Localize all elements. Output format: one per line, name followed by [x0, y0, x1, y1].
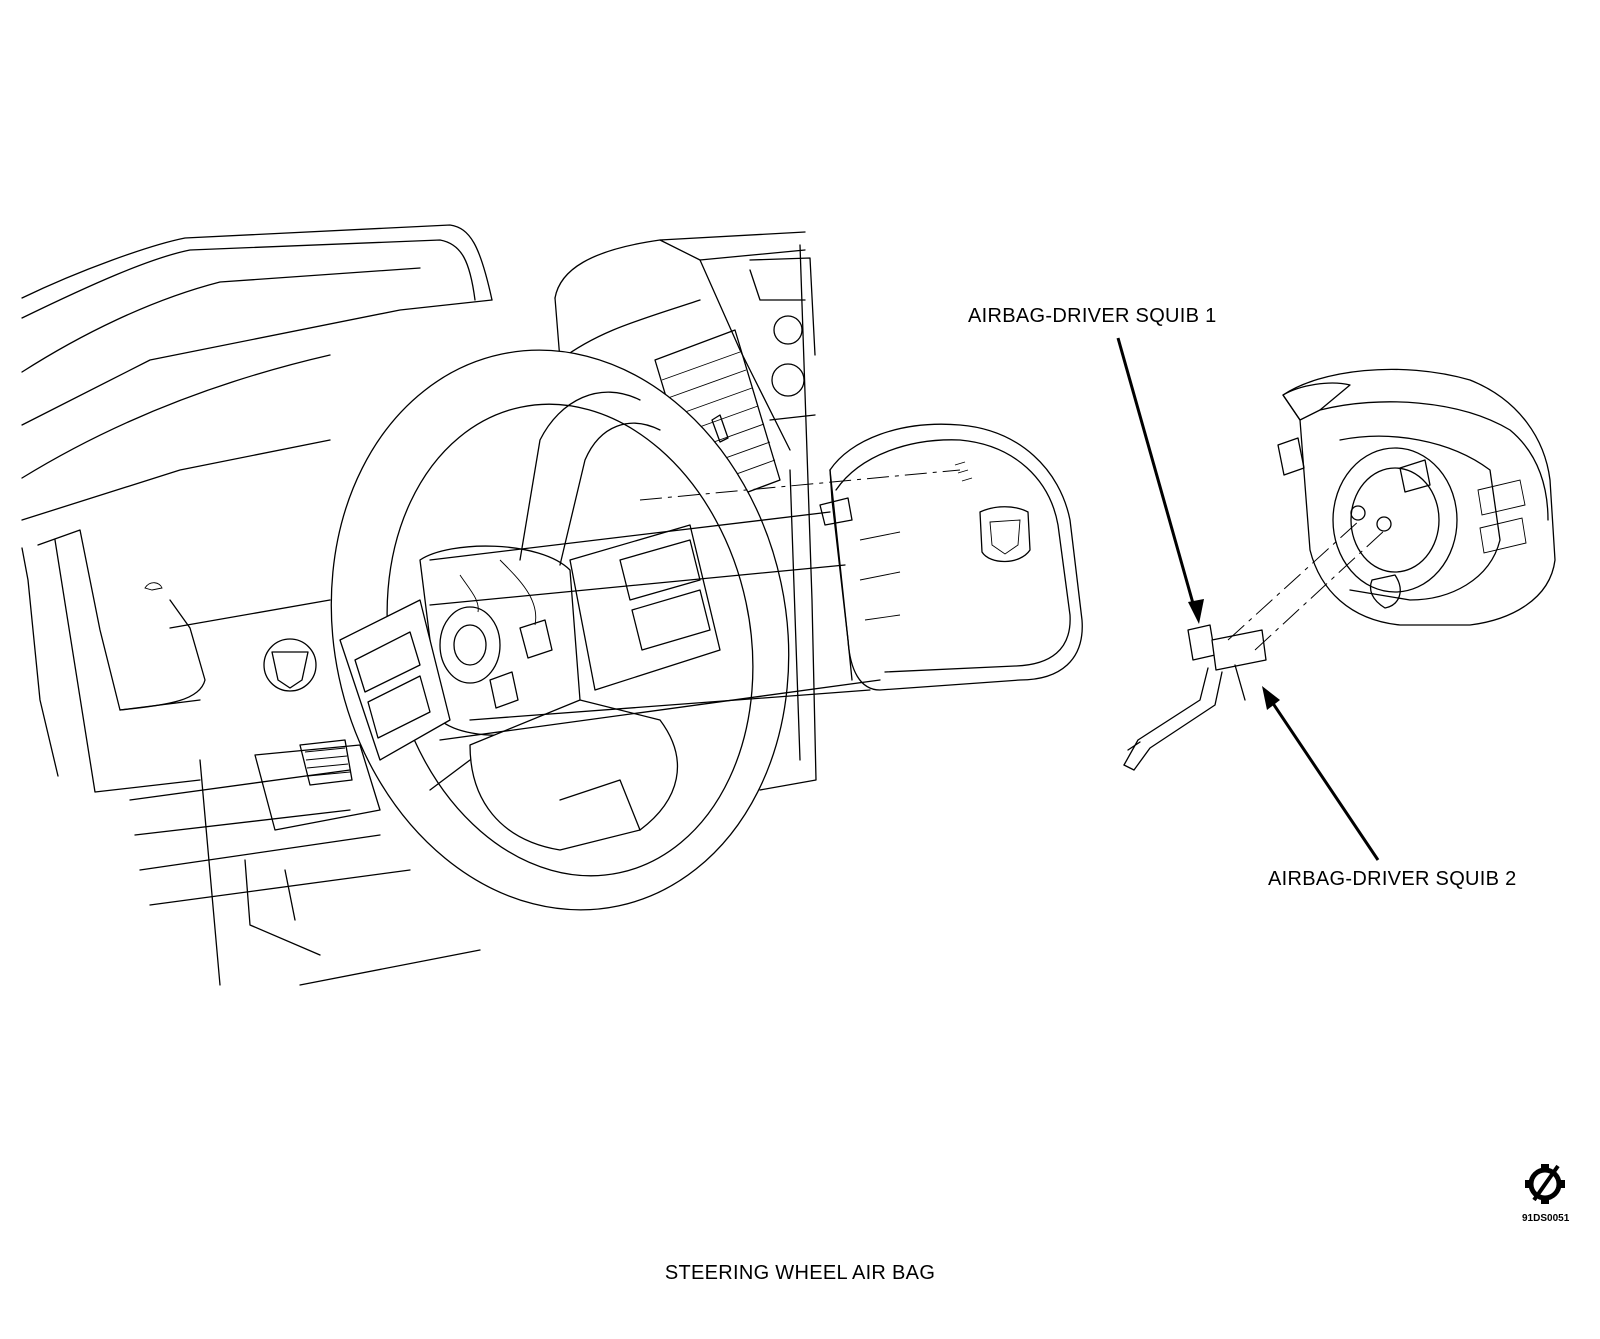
gear-slash-icon — [1525, 1164, 1565, 1204]
figure-id: 91DS0051 — [1522, 1213, 1570, 1224]
clockspring-connector — [1123, 519, 1386, 771]
installation-lines — [429, 469, 961, 741]
dash-ram-logo-icon — [263, 638, 317, 692]
steering-wheel — [330, 349, 790, 911]
figure-caption: STEERING WHEEL AIR BAG — [664, 1262, 936, 1284]
airbag-module-rear — [1277, 368, 1556, 626]
callout-squib-1: AIRBAG-DRIVER SQUIB 1 — [968, 305, 1217, 327]
airbag-module-front — [819, 423, 1083, 691]
callout-squib-2: AIRBAG-DRIVER SQUIB 2 — [1268, 868, 1517, 890]
callout-arrows — [1116, 337, 1380, 861]
airbag-ram-logo-icon — [979, 506, 1031, 563]
